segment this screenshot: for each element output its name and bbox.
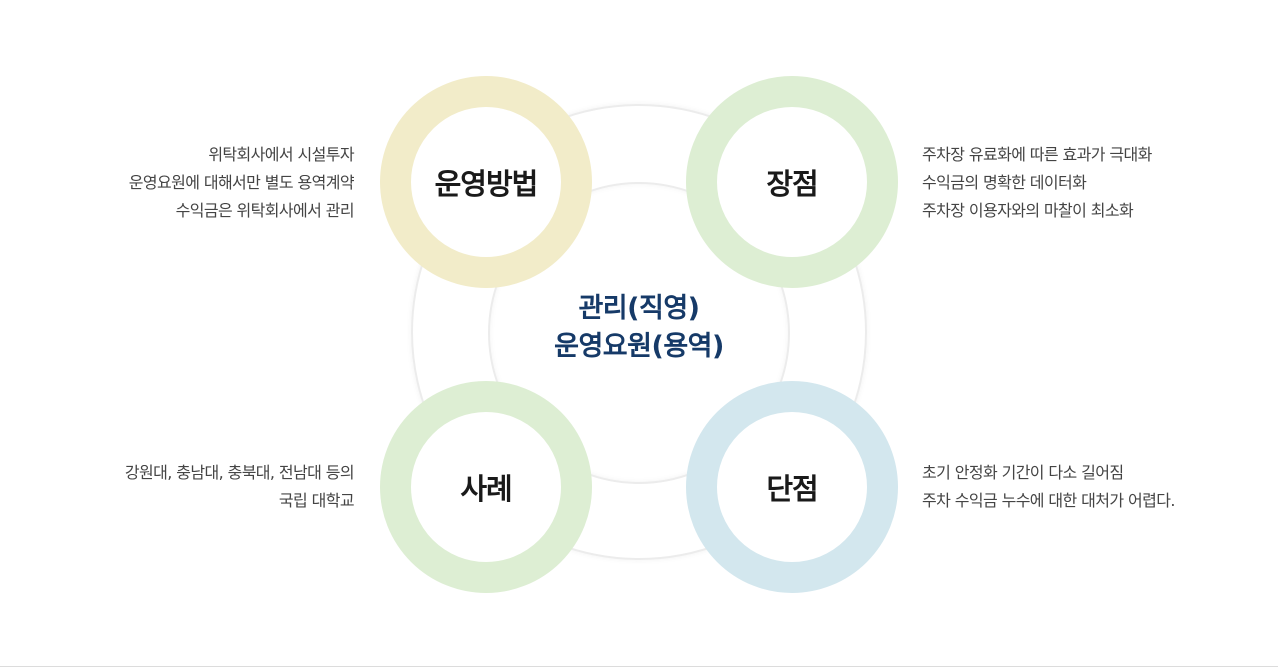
node-operating-method: 운영방법 [380,76,592,288]
center-title-line-1: 관리(직영) [578,293,700,324]
inner-guide-ring [488,182,790,484]
cases-description: 강원대, 충남대, 충북대, 전남대 등의 국립 대학교 [124,459,355,515]
description-line: 초기 안정화 기간이 다소 길어짐 [922,463,1124,482]
description-line: 국립 대학교 [278,491,355,510]
center-title: 관리(직영) 운영요원(용역) [489,290,789,366]
advantages-description: 주차장 유료화에 따른 효과가 극대화 수익금의 명확한 데이터화 주차장 이용… [922,141,1152,225]
description-line: 위탁회사에서 시설투자 [208,145,354,164]
node-disadvantages: 단점 [686,381,898,593]
node-advantages-label: 장점 [766,167,818,201]
node-cases-label: 사례 [460,472,512,506]
description-line: 수익금은 위탁회사에서 관리 [175,201,355,220]
node-disadvantages-label: 단점 [766,472,818,506]
disadvantages-description: 초기 안정화 기간이 다소 길어짐 주차 수익금 누수에 대한 대처가 어렵다. [922,459,1175,515]
description-line: 주차 수익금 누수에 대한 대처가 어렵다. [922,491,1175,510]
description-line: 강원대, 충남대, 충북대, 전남대 등의 [124,463,355,482]
operating-method-description: 위탁회사에서 시설투자 운영요원에 대해서만 별도 용역계약 수익금은 위탁회사… [128,141,355,225]
description-line: 주차장 유료화에 따른 효과가 극대화 [922,145,1152,164]
description-line: 수익금의 명확한 데이터화 [922,173,1087,192]
center-title-line-2: 운영요원(용역) [554,331,724,362]
description-line: 주차장 이용자와의 마찰이 최소화 [922,201,1134,220]
node-advantages: 장점 [686,76,898,288]
outer-guide-ring [411,104,867,560]
node-cases: 사례 [380,381,592,593]
bottom-divider [0,666,1278,667]
node-operating-method-label: 운영방법 [434,167,539,201]
description-line: 운영요원에 대해서만 별도 용역계약 [128,173,355,192]
